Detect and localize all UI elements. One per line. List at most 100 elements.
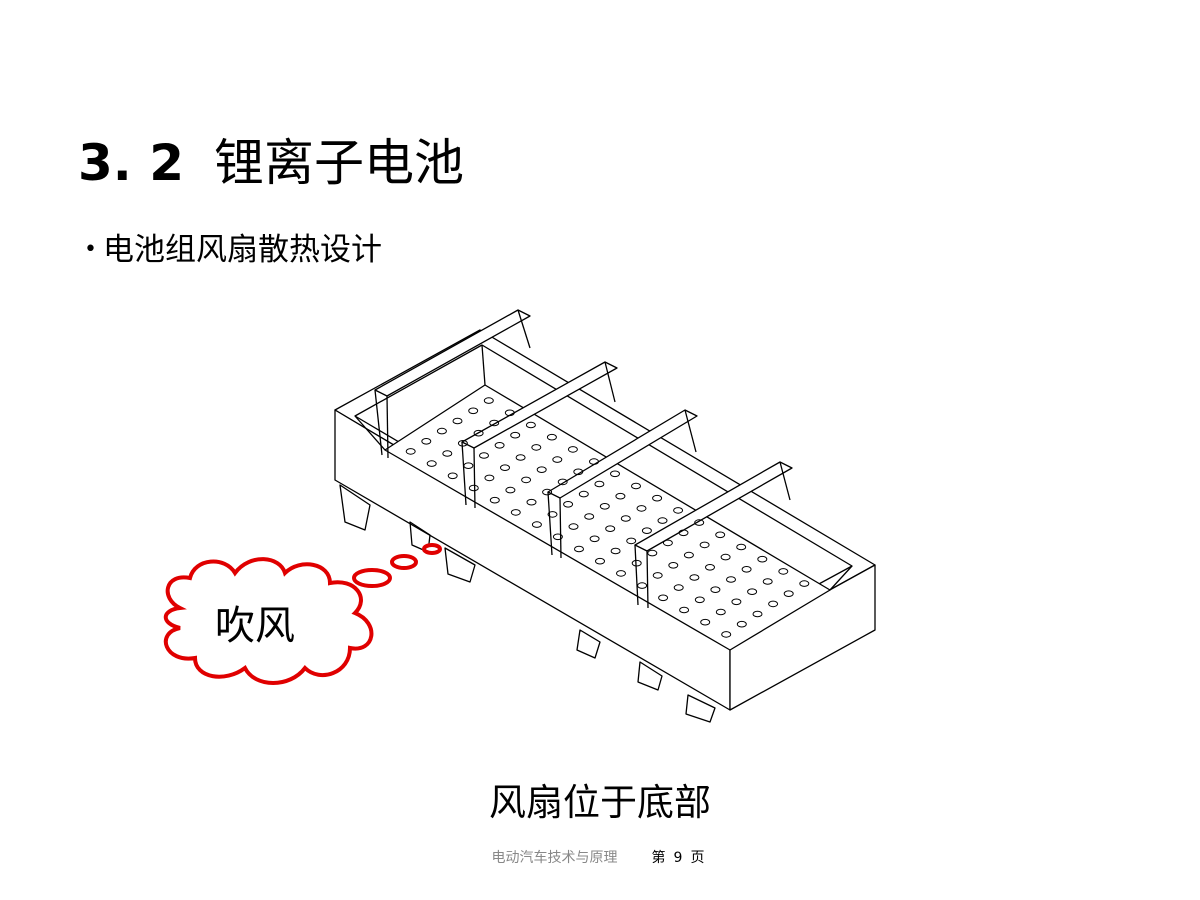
vent-hole bbox=[515, 454, 526, 461]
vent-hole bbox=[531, 444, 542, 451]
bubble-medium bbox=[390, 554, 418, 570]
vent-hole bbox=[595, 557, 605, 565]
vent-hole bbox=[552, 533, 563, 541]
vent-hole bbox=[557, 478, 568, 486]
vent-hole bbox=[736, 620, 747, 628]
vent-hole bbox=[678, 529, 689, 537]
page-suffix: 页 bbox=[690, 850, 705, 866]
vent-hole bbox=[500, 464, 510, 471]
vent-hole bbox=[563, 501, 574, 508]
bracket-feet bbox=[339, 484, 716, 723]
vent-hole bbox=[547, 511, 558, 518]
vent-hole bbox=[799, 580, 810, 587]
vent-hole bbox=[447, 472, 458, 480]
bullet-item: •电池组风扇散热设计 bbox=[84, 228, 382, 272]
vent-hole bbox=[768, 600, 779, 608]
vent-hole bbox=[741, 566, 752, 573]
vent-hole bbox=[442, 450, 453, 457]
cloud-shape bbox=[163, 557, 374, 685]
vent-hole bbox=[510, 431, 521, 439]
vent-hole bbox=[484, 474, 495, 482]
vent-hole bbox=[525, 421, 536, 429]
vent-hole bbox=[421, 438, 432, 445]
vent-hole bbox=[573, 468, 584, 476]
vent-hole bbox=[783, 590, 794, 598]
handle-3 bbox=[547, 409, 698, 559]
vent-hole bbox=[652, 494, 663, 502]
vent-hole bbox=[479, 452, 489, 459]
vent-hole bbox=[679, 606, 690, 614]
vent-hole bbox=[494, 442, 505, 449]
vent-hole bbox=[631, 482, 641, 490]
vent-hole bbox=[578, 490, 589, 498]
vent-hole bbox=[689, 574, 700, 581]
vent-hole bbox=[436, 427, 447, 435]
vent-hole bbox=[710, 586, 721, 594]
vent-hole bbox=[489, 496, 500, 504]
vent-hole bbox=[705, 564, 715, 571]
vent-hole bbox=[605, 525, 616, 532]
vent-hole bbox=[452, 417, 463, 425]
vent-hole bbox=[626, 537, 637, 545]
thought-bubble-callout bbox=[163, 543, 442, 685]
vent-hole bbox=[405, 448, 416, 455]
bullet-text: 电池组风扇散热设计 bbox=[102, 232, 382, 268]
vent-hole bbox=[546, 433, 557, 441]
vent-hole bbox=[610, 547, 621, 555]
footer-course: 电动汽车技术与原理 bbox=[491, 850, 618, 866]
vent-hole bbox=[668, 562, 679, 569]
vent-hole bbox=[568, 523, 579, 530]
vent-hole bbox=[616, 570, 626, 577]
vent-hole bbox=[726, 576, 736, 583]
title-text: 锂离子电池 bbox=[213, 134, 464, 192]
vent-hole bbox=[673, 507, 684, 514]
bubble-large bbox=[352, 568, 392, 588]
vent-hole bbox=[636, 505, 647, 512]
vent-hole bbox=[762, 578, 773, 585]
vent-hole bbox=[615, 492, 626, 500]
vent-hole bbox=[736, 543, 747, 551]
vent-hole bbox=[721, 631, 732, 638]
vent-hole bbox=[715, 531, 726, 539]
vent-hole bbox=[504, 409, 515, 417]
battery-tray-drawing bbox=[334, 309, 876, 723]
vent-hole bbox=[658, 594, 669, 602]
vent-hole bbox=[599, 503, 610, 510]
vent-hole bbox=[610, 470, 620, 478]
vent-hole bbox=[536, 466, 547, 473]
vent-hole bbox=[505, 486, 516, 494]
bullet-dot-icon: • bbox=[84, 237, 97, 262]
vent-hole bbox=[700, 618, 711, 626]
page-number: 9 bbox=[673, 850, 683, 866]
callout-text: 吹风 bbox=[215, 603, 295, 649]
vent-hole bbox=[641, 527, 652, 534]
vent-hole bbox=[473, 429, 484, 437]
vent-hole bbox=[757, 555, 768, 563]
vent-hole bbox=[526, 498, 537, 506]
vent-hole bbox=[778, 568, 789, 575]
vent-hole bbox=[694, 519, 705, 526]
vent-hole bbox=[521, 476, 532, 484]
vent-hole bbox=[589, 458, 599, 465]
vent-holes bbox=[405, 397, 810, 638]
vent-hole bbox=[694, 596, 705, 604]
handle-1 bbox=[374, 309, 531, 459]
vent-hole bbox=[631, 559, 642, 567]
vent-hole bbox=[747, 588, 758, 596]
handle-4 bbox=[634, 461, 793, 609]
vent-hole bbox=[594, 480, 605, 488]
vent-hole bbox=[673, 584, 684, 591]
vent-hole bbox=[584, 513, 595, 520]
vent-hole bbox=[715, 608, 726, 616]
vent-hole bbox=[699, 541, 710, 549]
vent-hole bbox=[647, 549, 658, 557]
vent-hole bbox=[457, 440, 468, 447]
vent-hole bbox=[552, 456, 563, 463]
vent-hole bbox=[489, 419, 500, 427]
vent-hole bbox=[468, 407, 479, 415]
vent-hole bbox=[652, 572, 663, 579]
vent-hole bbox=[567, 446, 578, 453]
vent-hole bbox=[463, 462, 474, 469]
